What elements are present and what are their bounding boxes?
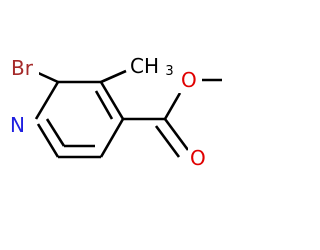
nitrogen-label: N [8,112,32,138]
nitrogen-symbol: N [10,113,25,137]
bond-c2-br [35,70,59,84]
bromine-label: Br [9,56,39,80]
bond-c6-n [36,123,60,158]
carbonyl-oxygen-symbol: O [190,146,206,170]
bond-n-c2 [34,81,60,120]
molecule-canvas: Br N CH 3 O O [8,54,222,172]
pyridine-ring [34,80,125,159]
bond-carbonyl-double-1 [163,118,190,151]
bond-c3-methyl [100,69,127,84]
ester-oxygen-symbol: O [181,68,197,92]
methyl-ch: CH [130,54,159,78]
carbonyl-oxygen-label: O [188,144,212,172]
methyl-group-label: CH 3 [129,54,174,79]
methyl-symbol: CH 3 [130,54,174,79]
bond-c3-c4 [99,81,125,120]
methyl-subscript: 3 [165,64,173,79]
bond-c4-c5 [99,118,125,158]
bond-carbonyl-carbon-ester-oxygen [163,92,182,120]
bond-carbonyl-double-2 [154,125,181,158]
bond-c3-c4-inner [94,90,114,120]
bromine-symbol: Br [11,56,34,80]
bond-c6-n-inner [45,118,66,147]
ester-oxygen-label: O [178,67,202,93]
